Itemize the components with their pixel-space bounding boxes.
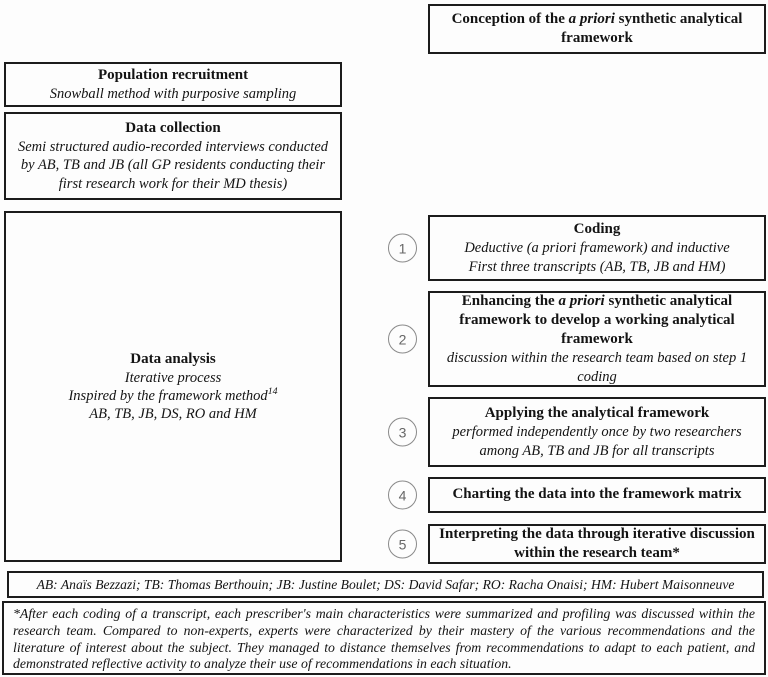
abbreviations-bar: AB: Anaïs Bezzazi; TB: Thomas Berthouin;… — [7, 571, 764, 598]
step-3-number: 3 — [398, 424, 407, 440]
step-3-subtitle-line-1: performed independently once by two rese… — [452, 424, 742, 459]
step-4-title-text: Charting the data into the framework mat… — [452, 486, 742, 503]
step-5-number: 5 — [398, 536, 407, 552]
step-1-subtitle-line-2: First three transcripts (AB, TB, JB and … — [468, 258, 726, 275]
step-1-subtitle-line-1: Deductive (a priori framework) and induc… — [464, 240, 730, 257]
population-recruitment-box: Population recruitment Snowball method w… — [4, 62, 342, 107]
data-collection-box: Data collection Semi structured audio-re… — [4, 112, 342, 200]
population-title: Population recruitment — [97, 66, 249, 83]
step-2-title: Enhancing the a priori synthetic analyti… — [438, 292, 756, 349]
step-5-title: Interpreting the data through iterative … — [438, 525, 756, 563]
step-2-number-circle: 2 — [388, 324, 417, 354]
abbreviations-text: AB: Anaïs Bezzazi; TB: Thomas Berthouin;… — [36, 576, 735, 592]
step-1-title-text: Coding — [573, 221, 621, 238]
step-1-title: Coding — [574, 220, 621, 239]
step-2-title-text: synthetic analytical framework to develo… — [459, 293, 735, 348]
footnote-box: *After each coding of a transcript, each… — [2, 601, 766, 675]
step-2-subtitle-line-1: discussion within the research team base… — [446, 350, 748, 385]
step-5-number-circle: 5 — [388, 529, 417, 559]
step-5-title-text: Interpreting the data through iterative … — [439, 525, 755, 561]
analysis-line-researchers: AB, TB, JB, DS, RO and HM — [89, 406, 257, 423]
conception-box: Conception of the a priori synthetic ana… — [428, 4, 766, 54]
step-3-title: Applying the analytical framework — [485, 404, 710, 423]
step-3-title-text: Applying the analytical framework — [484, 405, 710, 422]
data-analysis-box: Data analysis Iterative process Inspired… — [4, 211, 342, 562]
reference-superscript: 14 — [267, 386, 278, 398]
conception-title-text: Conception of the — [451, 10, 569, 27]
step-4-number-circle: 4 — [388, 480, 417, 510]
step-2-title-italic-text: a priori — [558, 293, 605, 310]
step-2-number: 2 — [398, 331, 407, 347]
step-5-box: Interpreting the data through iterative … — [428, 524, 766, 564]
conception-title: Conception of the a priori synthetic ana… — [438, 10, 756, 48]
collection-title: Data collection — [125, 120, 221, 137]
step-1-number-circle: 1 — [388, 233, 417, 263]
collection-subtitle: Semi structured audio-recorded interview… — [17, 139, 329, 192]
footnote-text: *After each coding of a transcript, each… — [13, 606, 755, 672]
step-4-number: 4 — [398, 487, 407, 503]
population-subtitle: Snowball method with purposive sampling — [49, 85, 297, 102]
step-row-5: 5 Interpreting the data through iterativ… — [388, 524, 766, 564]
step-row-2: 2 Enhancing the a priori synthetic analy… — [388, 291, 766, 387]
step-2-box: Enhancing the a priori synthetic analyti… — [428, 291, 766, 387]
step-4-box: Charting the data into the framework mat… — [428, 477, 766, 513]
step-4-title: Charting the data into the framework mat… — [452, 485, 741, 504]
step-2-title-text: Enhancing the — [461, 293, 559, 310]
step-1-box: Coding Deductive (a priori framework) an… — [428, 215, 766, 281]
step-1-number: 1 — [398, 240, 407, 256]
analysis-title: Data analysis — [130, 350, 216, 367]
conception-title-italic-text: a priori — [568, 10, 615, 27]
analysis-line-framework-text: Inspired by the framework method — [68, 387, 268, 404]
step-3-box: Applying the analytical framework perfor… — [428, 397, 766, 467]
analysis-line-framework-method: Inspired by the framework method14 — [68, 387, 277, 405]
step-row-3: 3 Applying the analytical framework perf… — [388, 397, 766, 467]
conception-title-text: synthetic analytical framework — [561, 10, 743, 46]
analysis-line-iterative: Iterative process — [124, 369, 222, 386]
step-3-number-circle: 3 — [388, 417, 417, 447]
step-row-1: 1 Coding Deductive (a priori framework) … — [388, 215, 766, 281]
step-row-4: 4 Charting the data into the framework m… — [388, 477, 766, 513]
